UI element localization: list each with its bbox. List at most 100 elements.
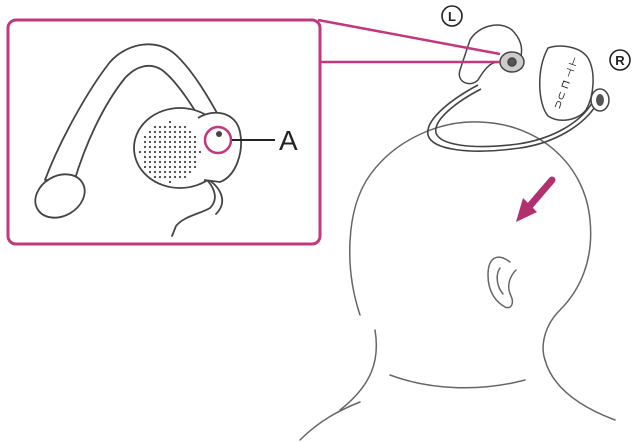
neck-right (545, 360, 615, 420)
grille-dot (154, 176, 156, 178)
grille-dot (184, 131, 186, 133)
grille-dot (179, 176, 181, 178)
grille-dot (164, 156, 166, 158)
grille-dot (149, 136, 151, 138)
head-outline (350, 122, 591, 360)
grille-dot (184, 141, 186, 143)
neck-left (340, 330, 376, 410)
head-illustration (300, 122, 615, 440)
grille-dot (154, 151, 156, 153)
grille-dot (179, 166, 181, 168)
grille-dot (194, 151, 196, 153)
grille-dot (174, 151, 176, 153)
left-marker: L (442, 6, 462, 26)
grille-dot (159, 171, 161, 173)
grille-dot (149, 141, 151, 143)
grille-dot (144, 166, 146, 168)
grille-dot (164, 126, 166, 128)
grille-dot (174, 131, 176, 133)
grille-dot (149, 146, 151, 148)
grille-dot (184, 161, 186, 163)
wearing-direction-arrow (516, 180, 552, 222)
grille-dot (174, 166, 176, 168)
grille-dot (189, 146, 191, 148)
grille-dot (184, 166, 186, 168)
grille-dot (169, 161, 171, 163)
grille-dot (159, 131, 161, 133)
callout-a-label: A (279, 125, 298, 156)
grille-dot (149, 151, 151, 153)
grille-dot (164, 151, 166, 153)
grille-dot (164, 141, 166, 143)
grille-dot (149, 156, 151, 158)
grille-dot (184, 151, 186, 153)
grille-dot (169, 121, 171, 123)
grille-dot (179, 131, 181, 133)
grille-dot (174, 171, 176, 173)
ear-outline (488, 257, 516, 308)
right-earpiece: ⊃⊂ ⊓ ⊣ ⊢ (540, 46, 609, 120)
grille-dot (159, 176, 161, 178)
grille-dot (179, 171, 181, 173)
grille-dot (189, 161, 191, 163)
grille-dot (164, 146, 166, 148)
grille-dot (174, 146, 176, 148)
grille-dot (184, 176, 186, 178)
grille-dot (154, 161, 156, 163)
grille-dot (179, 141, 181, 143)
grille-dot (189, 131, 191, 133)
grille-dot (154, 126, 156, 128)
grille-dot (164, 166, 166, 168)
grille-dot (159, 141, 161, 143)
left-earpiece (459, 25, 524, 84)
grille-dot (189, 166, 191, 168)
grille-dot (179, 136, 181, 138)
grille-dot (184, 156, 186, 158)
grille-dot (164, 131, 166, 133)
grille-dot (144, 146, 146, 148)
grille-dot (149, 166, 151, 168)
grille-dot (169, 131, 171, 133)
grille-dot (159, 161, 161, 163)
grille-dot (159, 126, 161, 128)
grille-dot (174, 126, 176, 128)
grille-dot (174, 156, 176, 158)
right-marker: R (610, 50, 630, 70)
grille-dot (179, 151, 181, 153)
grille-dot (169, 141, 171, 143)
grille-dot (169, 171, 171, 173)
grille-dot (169, 126, 171, 128)
grille-dot (169, 151, 171, 153)
grille-dot (189, 136, 191, 138)
grille-dot (154, 156, 156, 158)
grille-dot (144, 156, 146, 158)
grille-dot (164, 171, 166, 173)
grille-dot (184, 171, 186, 173)
grille-dot (189, 151, 191, 153)
grille-dot (179, 161, 181, 163)
grille-dot (189, 171, 191, 173)
grille-dot (144, 161, 146, 163)
grille-dot (184, 146, 186, 148)
grille-dot (194, 141, 196, 143)
grille-dot (154, 141, 156, 143)
svg-text:R: R (615, 53, 625, 68)
grille-dot (159, 166, 161, 168)
grille-dot (189, 141, 191, 143)
grille-dot (189, 156, 191, 158)
grille-dot (144, 151, 146, 153)
grille-dot (174, 161, 176, 163)
grille-dot (154, 166, 156, 168)
grille-dot (194, 146, 196, 148)
grille-dot (199, 151, 201, 153)
grille-dot (169, 146, 171, 148)
grille-dot (149, 171, 151, 173)
grille-dot (139, 151, 141, 153)
svg-text:L: L (448, 9, 456, 24)
grille-dot (164, 161, 166, 163)
grille-dot (149, 131, 151, 133)
grille-dot (169, 176, 171, 178)
grille-dot (149, 161, 151, 163)
grille-dot (174, 141, 176, 143)
